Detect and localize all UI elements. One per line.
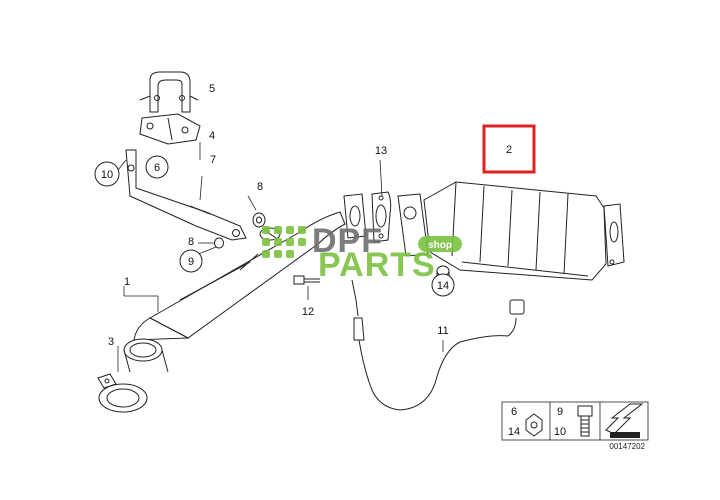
callout-8-lower: 8: [188, 236, 194, 248]
watermark-parts: PARTS: [318, 246, 436, 284]
legend-9: 9: [557, 406, 563, 418]
callout-14: 14: [437, 280, 449, 292]
callout-11: 11: [437, 325, 448, 337]
legend-6: 6: [511, 406, 517, 418]
callout-5: 5: [209, 83, 215, 95]
callout-3: 3: [108, 336, 114, 348]
fastener-legend: 6 14 9 10: [501, 401, 649, 441]
callout-circle-6: [145, 155, 169, 179]
part-4-bracket: [139, 113, 201, 145]
callout-7: 7: [210, 154, 216, 166]
part-1-front-pipe: [133, 211, 346, 341]
callout-13: 13: [375, 145, 387, 157]
part-11-sensor-cable: [351, 279, 525, 411]
callout-4: 4: [209, 130, 215, 142]
callout-8-upper: 8: [257, 181, 263, 193]
watermark-shop-text: shop: [428, 240, 452, 251]
part-3-clamp-ring: [97, 338, 169, 413]
part-12-bolt: [293, 275, 320, 285]
bolt-icon: [577, 405, 593, 437]
highlight-box-item-2: [482, 124, 536, 174]
leader-lines: [117, 142, 444, 372]
callout-circle-14: [431, 273, 455, 297]
callout-12: 12: [302, 306, 314, 318]
callout-circle-10: [94, 161, 120, 187]
watermark-dots-icon: [262, 226, 306, 258]
callout-6: 6: [154, 162, 160, 174]
callout-10: 10: [101, 169, 113, 181]
watermark-dpf: DPF: [312, 222, 383, 260]
part-7-strap: [125, 149, 247, 241]
legend-10: 10: [554, 426, 566, 438]
watermark-logo: DPF PARTS shop: [262, 222, 462, 284]
callout-circle-9: [179, 249, 203, 273]
callout-1: 1: [124, 276, 130, 288]
watermark-shop-badge: [418, 236, 462, 252]
callout-9: 9: [188, 256, 194, 268]
arrow-icon: [605, 403, 644, 438]
nut-icon: [525, 413, 543, 437]
part-8-nut-upper: [252, 212, 266, 228]
part-13-gasket: [343, 191, 392, 243]
legend-14: 14: [508, 426, 520, 438]
part-5-clamp: [139, 71, 199, 113]
reference-code: 00147202: [609, 442, 645, 451]
callout-2: 2: [506, 144, 512, 156]
part-8-nut-lower: [214, 237, 224, 249]
